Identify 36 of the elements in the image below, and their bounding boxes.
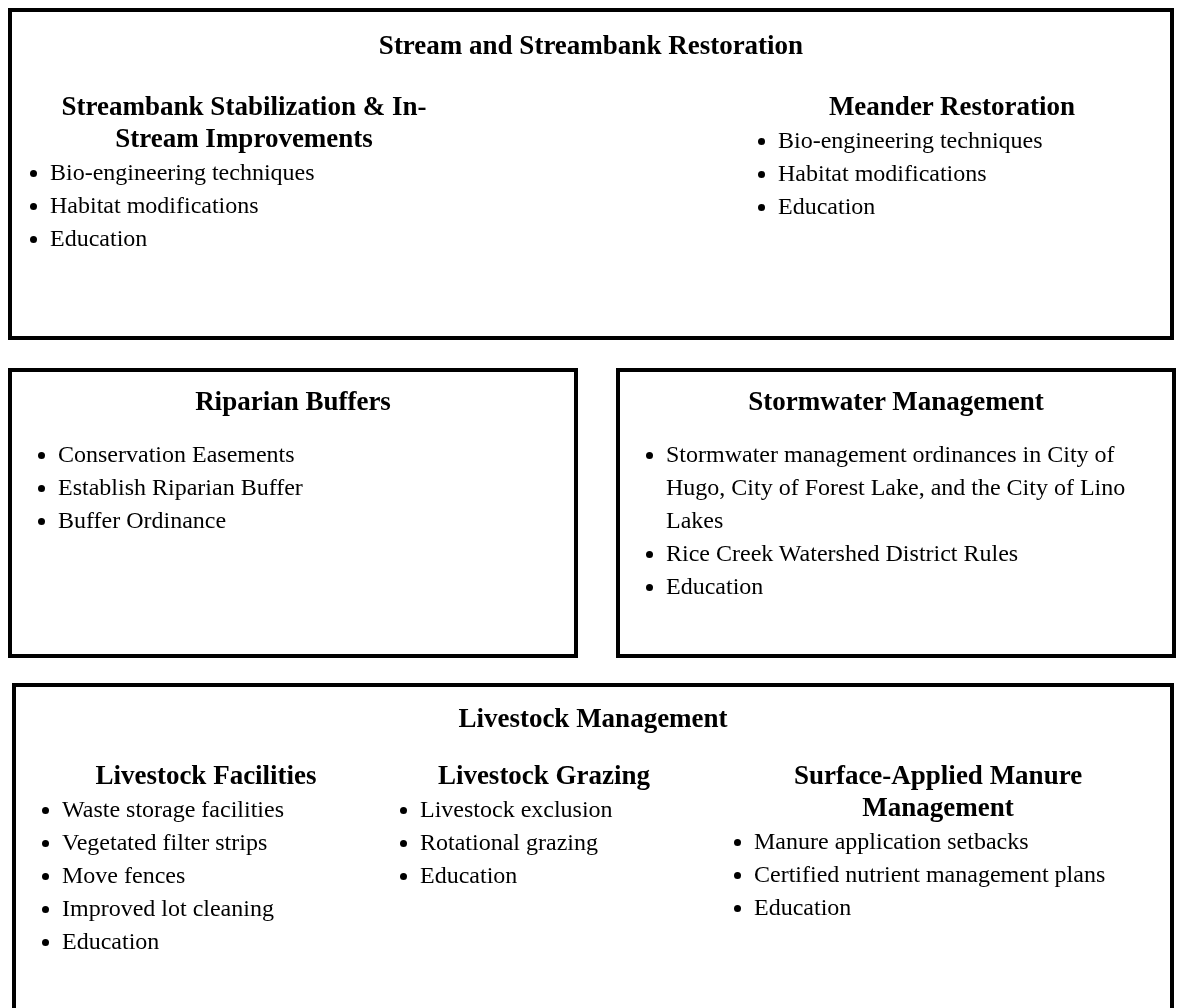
bullet-text: Rotational grazing — [420, 829, 598, 855]
subsection-heading: Livestock Grazing — [436, 759, 652, 791]
subsection-heading: Surface-Applied Manure Management — [792, 759, 1084, 823]
bullet-text: Habitat modifications — [50, 192, 259, 218]
bullet-text: Education — [666, 573, 764, 599]
section-box — [8, 8, 1174, 340]
section-box — [8, 368, 578, 658]
bullet-text: Rice Creek Watershed District Rules — [666, 540, 1019, 566]
section-title: Riparian Buffers — [195, 386, 391, 416]
bullet-text: Conservation Easements — [58, 441, 295, 467]
bullet-text: Education — [778, 193, 876, 219]
bullet-text: Livestock exclusion — [420, 796, 613, 822]
bullet-text: Education — [62, 928, 160, 954]
bullet-text: Establish Riparian Buffer — [58, 474, 303, 500]
bullet-text: Manure application setbacks — [754, 828, 1029, 854]
subsection-heading: Streambank Stabilization & In-Stream Improvements — [60, 90, 428, 154]
bullet-text: Bio-engineering techniques — [50, 159, 315, 185]
bullet-text: Buffer Ordinance — [58, 507, 227, 533]
section-box — [616, 368, 1176, 658]
section-title: Stormwater Management — [748, 386, 1044, 416]
bullet-text: Vegetated filter strips — [62, 829, 268, 855]
bullet-text: Education — [420, 862, 518, 888]
bullet-text: Habitat modifications — [778, 160, 987, 186]
bullet-text: Move fences — [62, 862, 186, 888]
bullet-text: Waste storage facilities — [62, 796, 284, 822]
subsection-heading: Meander Restoration — [827, 90, 1077, 122]
bullet-text: Improved lot cleaning — [62, 895, 274, 921]
bullet-text: Education — [50, 225, 148, 251]
subsection-heading: Livestock Facilities — [94, 759, 318, 791]
bullet-text: Stormwater management ordinances in City of Hugo, City of Forest Lake, and the City of Lino Lakes — [666, 441, 1126, 533]
bullet-text: Bio-engineering techniques — [778, 127, 1043, 153]
section-box — [12, 683, 1174, 1008]
bullet-text: Certified nutrient management plans — [754, 861, 1106, 887]
section-title: Stream and Streambank Restoration — [378, 30, 804, 60]
section-title: Livestock Management — [458, 703, 728, 733]
bullet-text: Education — [754, 894, 852, 920]
